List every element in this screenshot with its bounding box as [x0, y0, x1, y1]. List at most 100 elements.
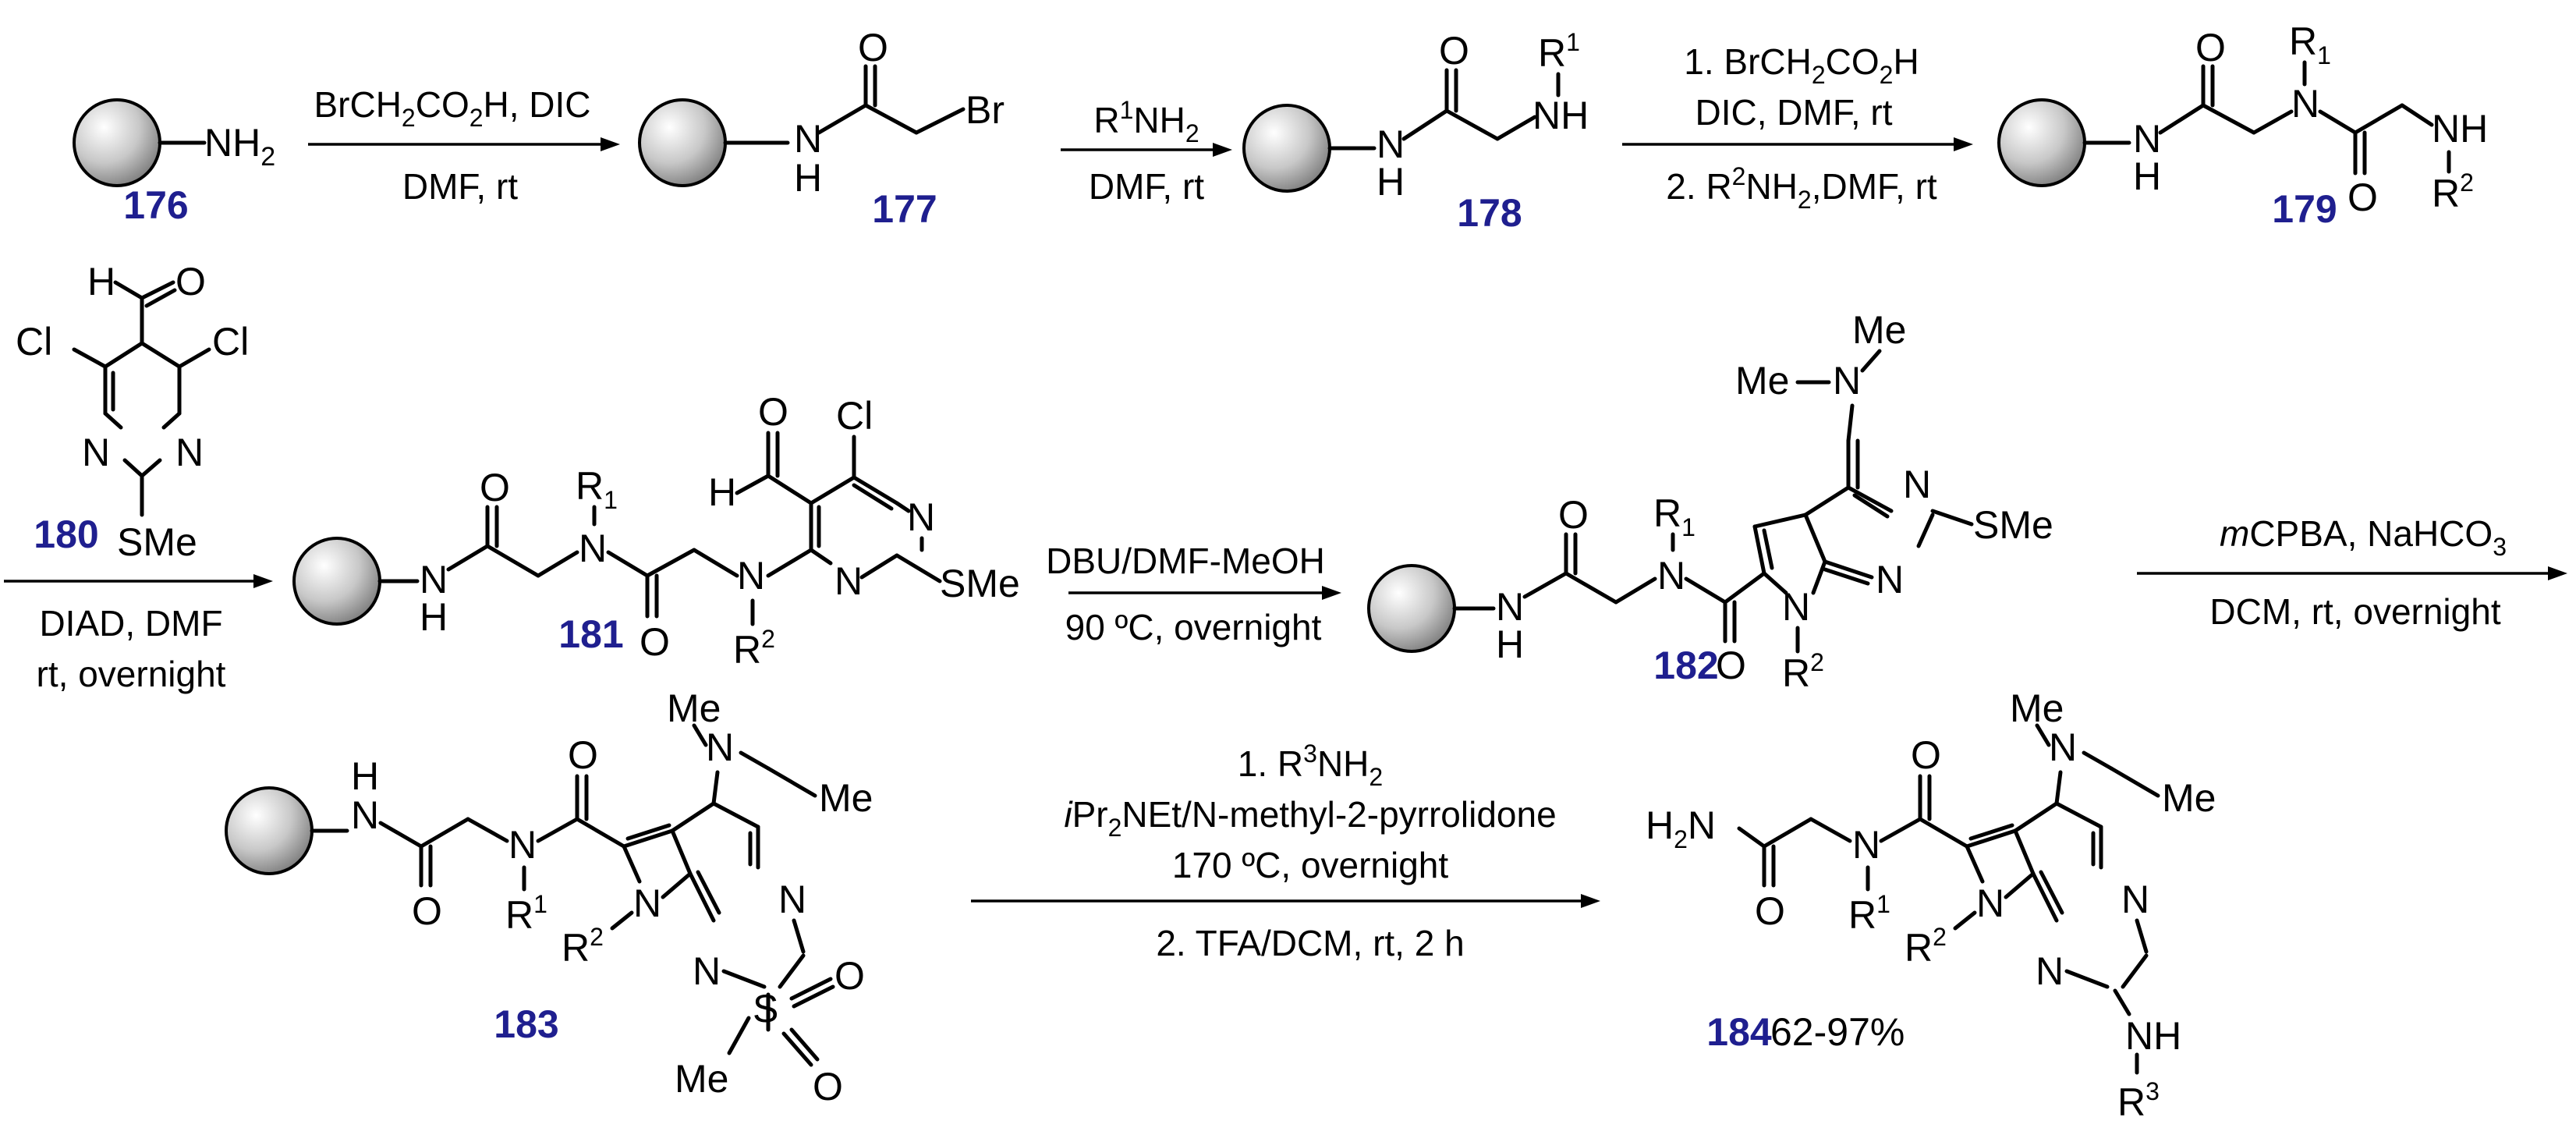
atom-R1: R1 — [576, 464, 618, 514]
atom-Me: Me — [675, 1057, 728, 1101]
resin-bead — [225, 786, 314, 875]
atom-N: N — [82, 431, 110, 474]
atom-N: N — [1496, 585, 1524, 629]
reaction-step-3: 1. BrCH2CO2H DIC, DMF, rt 2. R2NH2,DMF, … — [1622, 41, 1973, 214]
atom-H: H — [794, 156, 822, 200]
arrowhead — [1954, 137, 1973, 151]
atom-Me: Me — [1852, 308, 1906, 352]
arrowhead — [253, 574, 273, 588]
atom-O: O — [175, 260, 206, 303]
compound-label-178: 178 — [1457, 191, 1522, 235]
step7-conditions-1: 170 ºC, overnight — [1172, 845, 1449, 885]
step1-reagents: BrCH2CO2H, DIC — [314, 84, 590, 132]
reaction-step-6: mCPBA, NaHCO3 DCM, rt, overnight — [2137, 513, 2567, 632]
atom-N: N — [2036, 949, 2064, 993]
reaction-step-2: R1NH2 DMF, rt — [1061, 96, 1232, 207]
atom-O: O — [412, 889, 442, 933]
atom-R2: R2 — [1905, 923, 1947, 970]
atom-Cl: Cl — [212, 320, 249, 364]
atom-Me: Me — [667, 686, 721, 730]
compound-183: H N O N R1 O N R2 N N S — [225, 686, 873, 1108]
atom-R2: R2 — [562, 923, 604, 970]
atom-SMe: SMe — [1973, 503, 2053, 547]
atom-N: N — [2291, 82, 2319, 126]
atom-Me: Me — [819, 776, 873, 820]
atom-O: O — [568, 733, 598, 777]
atom-NH: NH — [1532, 94, 1589, 137]
atom-N: N — [1833, 359, 1861, 403]
atom-SMe: SMe — [117, 520, 197, 564]
compound-label-180: 180 — [34, 513, 98, 556]
atom-N: N — [1657, 554, 1685, 598]
atom-NH: NH — [2432, 107, 2488, 151]
arrowhead — [1322, 586, 1341, 600]
atom-R1: R1 — [1848, 890, 1890, 937]
step2-conditions: DMF, rt — [1089, 166, 1204, 207]
step6-conditions: DCM, rt, overnight — [2209, 591, 2500, 632]
atom-R1: R1 — [1538, 28, 1580, 75]
step7-reagents-2: iPr2NEt/N-methyl-2-pyrrolidone — [1064, 794, 1556, 842]
atom-H: H — [1496, 622, 1524, 666]
resin-bead — [292, 537, 381, 626]
step3-reagents-1: 1. BrCH2CO2H — [1684, 41, 1919, 89]
atom-Br: Br — [966, 88, 1005, 132]
atom-H: H — [2133, 154, 2161, 198]
resin-bead — [1367, 564, 1456, 653]
atom-N: N — [706, 725, 734, 769]
reaction-step-5: DBU/DMF-MeOH 90 ºC, overnight — [1046, 541, 1341, 647]
atom-H: H — [87, 260, 115, 303]
resin-bead — [73, 98, 161, 187]
atom-N: N — [693, 949, 721, 993]
atom-Me: Me — [2162, 776, 2216, 820]
resin-bead — [1242, 104, 1331, 193]
compound-label-183: 183 — [494, 1002, 558, 1046]
atom-N: N — [834, 559, 863, 603]
atom-N: N — [579, 527, 607, 570]
atom-N: N — [1782, 585, 1810, 629]
atom-N: N — [633, 881, 661, 925]
atom-N: N — [2133, 117, 2161, 161]
atom-O: O — [1755, 889, 1785, 933]
atom-N: N — [2049, 725, 2077, 769]
compound-label-177: 177 — [872, 187, 937, 231]
atom-H2N: H2N — [1646, 803, 1716, 853]
arrowhead — [1213, 143, 1232, 157]
atom-Cl: Cl — [16, 320, 52, 364]
atom-Me: Me — [2010, 686, 2064, 730]
atom-O: O — [1558, 493, 1589, 537]
atom-N: N — [1876, 558, 1904, 601]
atom-O: O — [2195, 26, 2226, 69]
atom-O: O — [2347, 176, 2378, 219]
atom-N: N — [737, 554, 765, 598]
step5-reagents: DBU/DMF-MeOH — [1046, 541, 1325, 581]
compound-179: N H O N R1 O NH R2 179 — [1997, 20, 2488, 231]
step5-conditions: 90 ºC, overnight — [1065, 607, 1322, 647]
atom-O: O — [858, 26, 888, 69]
step2-reagents: R1NH2 — [1093, 96, 1199, 147]
atom-H: H — [351, 754, 379, 798]
compound-label-181: 181 — [558, 612, 623, 656]
compound-182: N H O N R1 O N R2 N N SMe — [1367, 308, 2053, 695]
atom-SMe: SMe — [940, 562, 1020, 605]
resin-bead — [638, 98, 727, 187]
resin-bead — [1997, 98, 2086, 187]
atom-R1: R1 — [505, 890, 547, 937]
atom-N: N — [1903, 463, 1931, 506]
amine-label: NH — [204, 121, 260, 165]
atom-R3: R3 — [2117, 1077, 2160, 1124]
compound-184: H2N O N R1 O N R2 N N NH — [1646, 686, 2216, 1124]
step3-reagents-2: DIC, DMF, rt — [1695, 92, 1893, 133]
compound-label-184: 184 — [1706, 1010, 1772, 1054]
atom-N: N — [175, 431, 204, 474]
step7-reagents-1: 1. R3NH2 — [1238, 740, 1383, 791]
atom-N: N — [1377, 122, 1405, 166]
atom-R1: R1 — [2289, 20, 2331, 69]
compound-176: NH2 176 — [73, 98, 275, 227]
atom-O: O — [813, 1065, 843, 1108]
yield-label: 62-97% — [1770, 1010, 1905, 1054]
step6-reagents: mCPBA, NaHCO3 — [2220, 513, 2507, 561]
atom-O: O — [640, 620, 670, 664]
arrowhead — [1581, 894, 1600, 908]
atom-H: H — [420, 595, 448, 639]
compound-178: N H O NH R1 178 — [1242, 28, 1589, 235]
